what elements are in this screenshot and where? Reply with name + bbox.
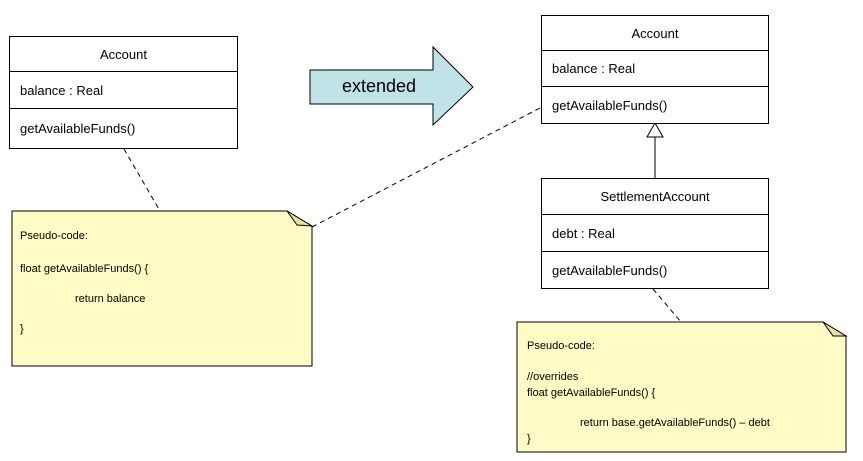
settlement-account-method: getAvailableFunds(): [542, 251, 768, 288]
right-note-line-3: return base.getAvailableFunds() – debt: [580, 417, 770, 429]
right-account-method: getAvailableFunds(): [542, 86, 768, 123]
left-account-class: Account balance : Real getAvailableFunds…: [9, 36, 238, 149]
right-note-line-2: float getAvailableFunds() {: [527, 387, 656, 399]
left-note-line-3: }: [20, 323, 24, 335]
left-note-heading: Pseudo-code:: [20, 230, 88, 242]
right-account-attribute: balance : Real: [542, 50, 768, 86]
settlement-account-class: SettlementAccount debt : Real getAvailab…: [541, 178, 769, 289]
extended-arrow-shape: [309, 45, 474, 127]
left-account-attribute: balance : Real: [10, 71, 237, 108]
inheritance-triangle: [646, 121, 664, 138]
right-account-class-name: Account: [631, 25, 679, 41]
left-note-fold: [286, 210, 313, 227]
extended-arrow-label: extended: [342, 76, 417, 96]
left-account-method: getAvailableFunds(): [10, 108, 237, 148]
settlement-account-attribute: debt : Real: [542, 214, 768, 251]
right-note-shape: [516, 321, 847, 453]
left-note-shape: [11, 210, 313, 367]
left-note-line-1: float getAvailableFunds() {: [20, 263, 149, 275]
left-note-anchor-line: [123, 148, 161, 212]
right-account-class: Account balance : Real getAvailableFunds…: [541, 15, 769, 124]
right-note-anchor-line: [652, 288, 682, 323]
left-account-class-name: Account: [100, 46, 147, 62]
right-note-heading: Pseudo-code:: [527, 340, 595, 352]
settlement-account-class-name: SettlementAccount: [600, 189, 710, 204]
cross-note-anchor-line: [311, 107, 541, 228]
right-note-line-1: //overrides: [527, 371, 579, 383]
right-note-line-4: }: [527, 433, 531, 445]
left-note-line-2: return balance: [75, 293, 146, 305]
right-note-fold: [822, 321, 848, 337]
